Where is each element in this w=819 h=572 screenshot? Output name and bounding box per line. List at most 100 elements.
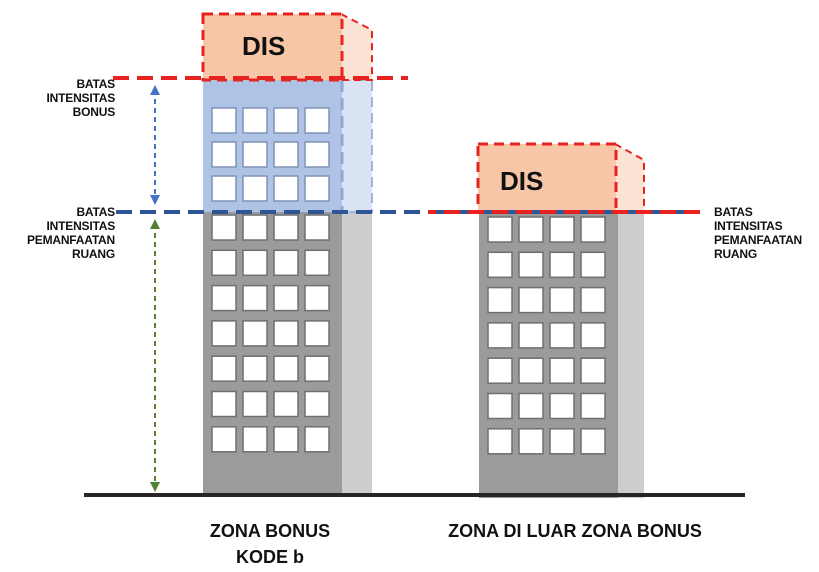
label-line: RUANG bbox=[714, 247, 757, 261]
label-line: INTENSITAS bbox=[714, 219, 783, 233]
window bbox=[580, 357, 606, 384]
window bbox=[273, 426, 299, 453]
window bbox=[242, 214, 268, 241]
dis-block-right bbox=[476, 142, 618, 214]
window bbox=[211, 426, 237, 453]
window bbox=[487, 251, 513, 279]
window bbox=[487, 216, 513, 243]
window bbox=[487, 322, 513, 349]
window bbox=[273, 175, 299, 202]
windows-bonus-building bbox=[211, 214, 330, 453]
window bbox=[487, 357, 513, 384]
building-bonus-side bbox=[341, 212, 372, 494]
window bbox=[273, 141, 299, 168]
window bbox=[242, 249, 268, 277]
window bbox=[487, 428, 513, 455]
window bbox=[304, 390, 330, 418]
window bbox=[518, 357, 544, 384]
window bbox=[242, 175, 268, 202]
window bbox=[211, 214, 237, 241]
building-outside-zone: DIS bbox=[476, 142, 645, 498]
label-line: INTENSITAS bbox=[46, 91, 116, 105]
label-line: BONUS bbox=[72, 105, 116, 119]
window bbox=[580, 251, 606, 279]
caption-bonus-zone: ZONA BONUS KODE b bbox=[170, 518, 370, 570]
window bbox=[242, 355, 268, 382]
label-line: RUANG bbox=[72, 247, 115, 261]
window bbox=[518, 322, 544, 349]
label-space-use-limit-right: BATAS INTENSITAS PEMANFAATAN RUANG bbox=[714, 205, 814, 261]
window bbox=[487, 286, 513, 314]
window bbox=[580, 428, 606, 455]
window bbox=[273, 355, 299, 382]
window bbox=[304, 141, 330, 168]
dis-block-right-side bbox=[614, 142, 645, 213]
caption-line: ZONA BONUS bbox=[209, 521, 331, 541]
window bbox=[242, 426, 268, 453]
building-outside-side-top bbox=[617, 212, 644, 228]
window bbox=[242, 284, 268, 312]
window bbox=[580, 322, 606, 349]
window bbox=[580, 392, 606, 420]
window bbox=[518, 216, 544, 243]
window bbox=[549, 286, 575, 314]
window bbox=[580, 286, 606, 314]
window bbox=[549, 251, 575, 279]
window bbox=[273, 284, 299, 312]
label-line: BATAS bbox=[76, 77, 115, 91]
window bbox=[273, 249, 299, 277]
label-line: BATAS bbox=[76, 205, 115, 219]
building-bonus-zone: DIS bbox=[201, 12, 373, 494]
window bbox=[273, 214, 299, 241]
windows-bonus-area bbox=[211, 107, 330, 202]
label-space-use-limit-left: BATAS INTENSITAS PEMANFAATAN RUANG bbox=[20, 205, 115, 261]
window bbox=[549, 216, 575, 243]
window bbox=[273, 390, 299, 418]
window bbox=[242, 320, 268, 347]
window bbox=[518, 251, 544, 279]
window bbox=[211, 284, 237, 312]
window bbox=[211, 107, 237, 134]
building-outside-side bbox=[617, 212, 644, 498]
window bbox=[304, 355, 330, 382]
window bbox=[211, 355, 237, 382]
window bbox=[304, 249, 330, 277]
window bbox=[518, 428, 544, 455]
window bbox=[304, 284, 330, 312]
window bbox=[580, 216, 606, 243]
window bbox=[549, 322, 575, 349]
label-line: PEMANFAATAN bbox=[714, 233, 803, 247]
label-bonus-limit: BATAS INTENSITAS BONUS bbox=[40, 77, 116, 119]
window bbox=[304, 426, 330, 453]
caption-outside-zone: ZONA DI LUAR ZONA BONUS bbox=[405, 518, 745, 544]
window bbox=[211, 390, 237, 418]
window bbox=[242, 107, 268, 134]
window bbox=[549, 428, 575, 455]
window bbox=[242, 141, 268, 168]
window bbox=[211, 320, 237, 347]
window bbox=[549, 357, 575, 384]
building-bonus-side-top bbox=[341, 212, 372, 228]
window bbox=[304, 320, 330, 347]
window bbox=[211, 175, 237, 202]
window bbox=[304, 107, 330, 134]
dis-label-left: DIS bbox=[242, 31, 285, 61]
window bbox=[304, 175, 330, 202]
window bbox=[304, 214, 330, 241]
window bbox=[211, 249, 237, 277]
dis-label-right: DIS bbox=[500, 166, 543, 196]
window bbox=[518, 392, 544, 420]
window bbox=[487, 392, 513, 420]
window bbox=[273, 107, 299, 134]
label-line: INTENSITAS bbox=[46, 219, 116, 233]
window bbox=[242, 390, 268, 418]
label-line: PEMANFAATAN bbox=[26, 233, 115, 247]
window bbox=[211, 141, 237, 168]
label-line: BATAS bbox=[714, 205, 753, 219]
window bbox=[273, 320, 299, 347]
bonus-block-side bbox=[340, 79, 373, 213]
dis-block-left-side bbox=[340, 12, 373, 81]
caption-line: KODE b bbox=[235, 547, 304, 567]
caption-line: ZONA DI LUAR ZONA BONUS bbox=[448, 521, 702, 541]
